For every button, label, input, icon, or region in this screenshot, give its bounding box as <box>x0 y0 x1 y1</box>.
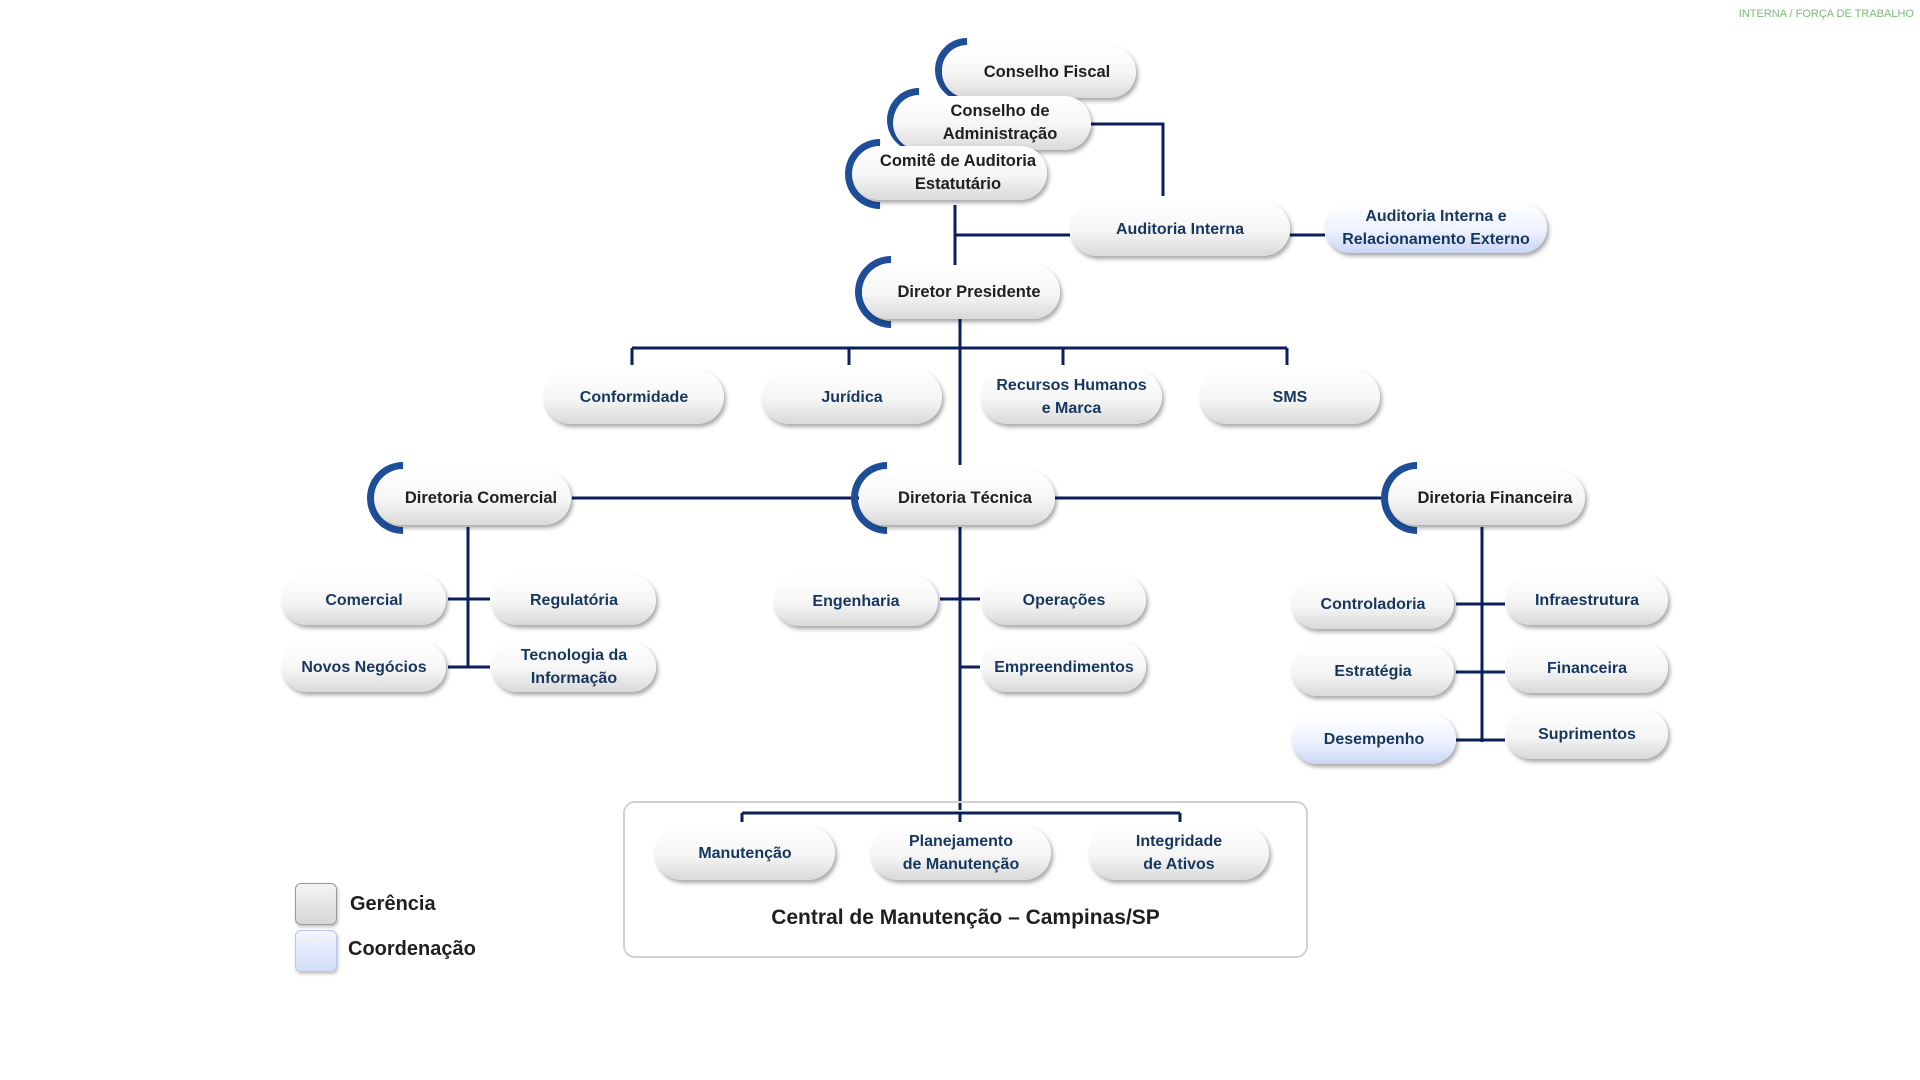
juridica-box: Jurídica <box>762 370 942 424</box>
engenharia-box: Engenharia <box>774 576 938 626</box>
integridade-ativos-box: Integridade de Ativos <box>1089 826 1269 880</box>
legend-coordenacao-swatch <box>295 930 337 972</box>
tecnologia-informacao-box: Tecnologia da Informação <box>492 642 656 692</box>
comite-auditoria-box: Comitê de Auditoria Estatutário <box>853 146 1047 200</box>
conselho-administracao-box: Conselho de Administração <box>893 96 1091 150</box>
controladoria-box: Controladoria <box>1292 579 1454 629</box>
regulatoria-box: Regulatória <box>492 575 656 625</box>
legend-gerencia-swatch <box>295 883 337 925</box>
central-manutencao-frame <box>623 801 1308 958</box>
diretoria-comercial-box: Diretoria Comercial <box>375 471 571 525</box>
conselho-fiscal-box: Conselho Fiscal <box>942 46 1136 98</box>
planejamento-manutencao-box: Planejamento de Manutenção <box>871 826 1051 880</box>
infraestrutura-box: Infraestrutura <box>1506 575 1668 625</box>
diretoria-tecnica-box: Diretoria Técnica <box>859 471 1055 525</box>
legend-gerencia-label: Gerência <box>350 893 436 915</box>
conformidade-box: Conformidade <box>544 370 724 424</box>
suprimentos-box: Suprimentos <box>1506 709 1668 759</box>
financeira-box: Financeira <box>1506 643 1668 693</box>
classification-label: INTERNA / FORÇA DE TRABALHO <box>1738 8 1914 20</box>
sms-box: SMS <box>1200 370 1380 424</box>
diretoria-financeira-box: Diretoria Financeira <box>1389 471 1585 525</box>
auditoria-relacionamento-box: Auditoria Interna e Relacionamento Exter… <box>1325 203 1547 253</box>
empreendimentos-box: Empreendimentos <box>982 642 1146 692</box>
rh-marca-box: Recursos Humanos e Marca <box>981 370 1162 424</box>
central-manutencao-title: Central de Manutenção – Campinas/SP <box>771 906 1160 929</box>
comercial-box: Comercial <box>282 575 446 625</box>
connector-lines <box>448 122 1505 822</box>
legend-coordenacao-label: Coordenação <box>348 938 476 960</box>
operacoes-box: Operações <box>982 575 1146 625</box>
auditoria-interna-box: Auditoria Interna <box>1070 202 1290 256</box>
manutencao-box: Manutenção <box>655 826 835 880</box>
diretor-presidente-box: Diretor Presidente <box>862 265 1060 319</box>
estrategia-box: Estratégia <box>1292 646 1454 696</box>
desempenho-box: Desempenho <box>1292 714 1456 764</box>
novos-negocios-box: Novos Negócios <box>282 642 446 692</box>
